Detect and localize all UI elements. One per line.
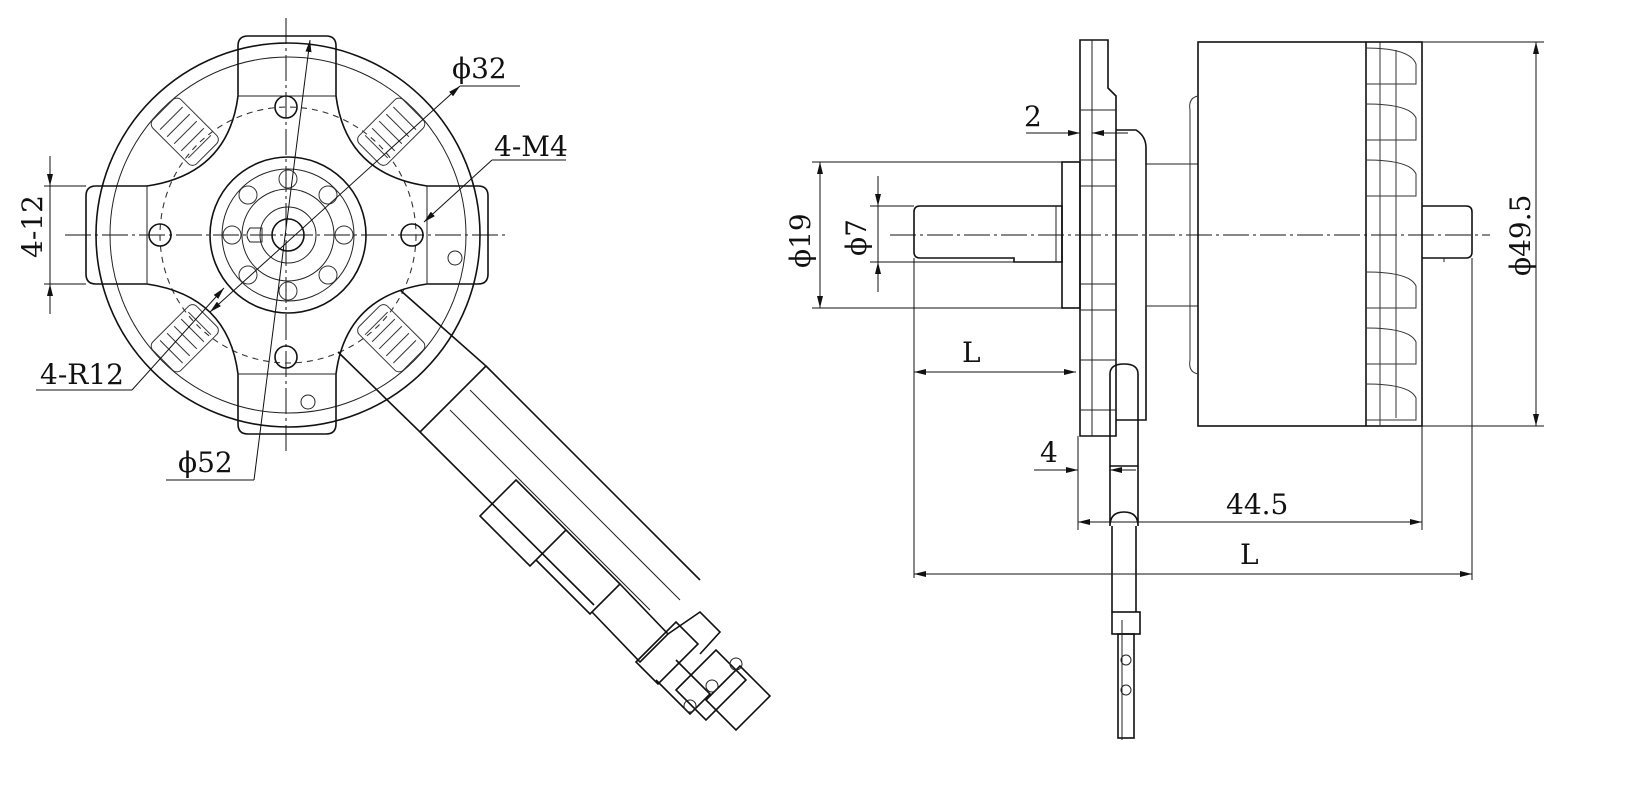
dim-body-length: 44.5 [1078, 426, 1423, 530]
front-flange [1079, 39, 1117, 437]
dim-boss-diameter: ϕ19 [784, 161, 1062, 309]
side-cable [1109, 363, 1141, 740]
dim-label-mount-offset: 4 [1040, 436, 1058, 469]
rotor-bell [1197, 41, 1423, 427]
dim-label-shaft-diameter: ϕ7 [840, 219, 873, 256]
motor-outer-circle [95, 42, 481, 428]
dim-label-body-length: 44.5 [1226, 488, 1288, 521]
dim-label-body-diameter: ϕ49.5 [1504, 195, 1537, 276]
dim-label-bolt-circle: ϕ32 [452, 52, 507, 85]
dim-body-diameter: ϕ49.5 [1366, 41, 1544, 427]
rotor-fins [1365, 42, 1417, 426]
dim-label-slot-width: 4-12 [16, 195, 49, 258]
dim-label-boss-diameter: ϕ19 [784, 213, 817, 268]
front-view: ϕ32 4-M4 4-12 4-R12 ϕ52 [16, 18, 772, 732]
dim-shaft-length: L [913, 258, 1076, 578]
dim-flange-thickness: 2 [1024, 100, 1128, 150]
dim-label-overall-length: L [1240, 538, 1259, 571]
dim-shaft-diameter: ϕ7 [840, 176, 1014, 292]
dim-overall-length: L [914, 258, 1473, 580]
motor-inner-rim [109, 56, 467, 414]
dim-label-corner-radius: 4-R12 [40, 358, 124, 391]
dim-mount-holes: 4-M4 [423, 130, 568, 223]
dim-corner-radius: 4-R12 [36, 287, 225, 391]
dim-bolt-circle: ϕ32 [209, 52, 520, 313]
dim-label-flange-thickness: 2 [1024, 100, 1042, 133]
dim-label-mount-holes: 4-M4 [494, 130, 568, 163]
cable-assembly [337, 289, 772, 732]
flange-boss [1116, 129, 1147, 421]
dim-mount-offset: 4 [1034, 436, 1136, 530]
dim-label-shaft-length: L [962, 336, 981, 369]
rear-shaft [1422, 205, 1473, 259]
front-shaft [913, 205, 1063, 263]
side-view: ϕ49.5 ϕ19 ϕ7 2 L [784, 39, 1544, 740]
dim-outer-diameter: ϕ52 [166, 39, 312, 481]
dim-label-outer-diameter: ϕ52 [178, 446, 233, 479]
dim-slot-width: 4-12 [16, 156, 86, 314]
